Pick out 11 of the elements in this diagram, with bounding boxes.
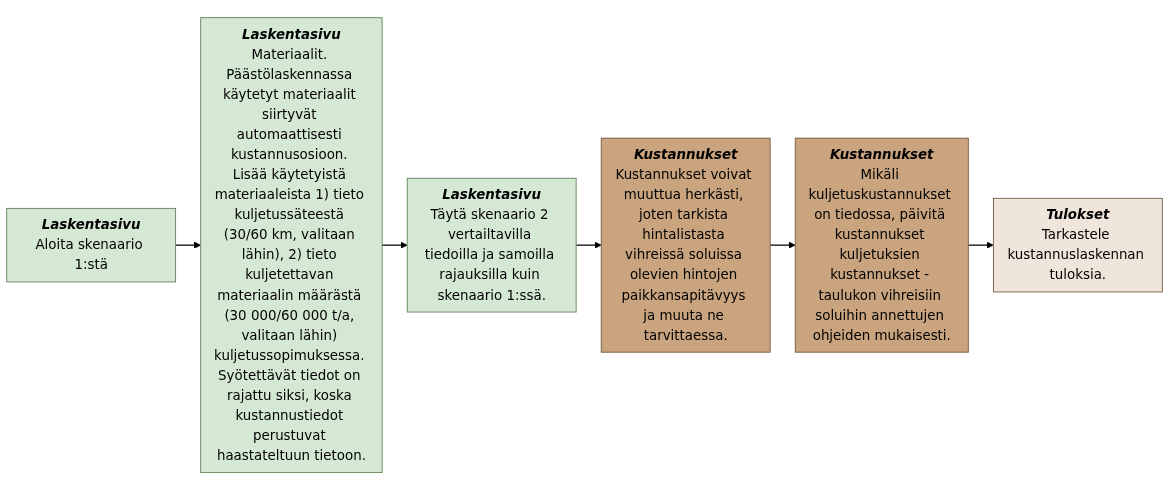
arrow: [381, 241, 408, 249]
node-box: Kustannukset Mikäli kuljetuskustannukset on tiedossa, päivitä kustannukset kuljetuksien kustannukset - taulukon vihreisiin soluihin annettujen ohjeiden mukaisesti.: [794, 137, 969, 353]
arrow: [175, 241, 202, 249]
node-box: Tulokset Tarkastele kustannuslaskennan tuloksia.: [992, 197, 1163, 293]
node-box: Laskentasivu Aloita skenaario 1:stä: [6, 207, 177, 283]
arrow: [769, 241, 796, 249]
node-box: Kustannukset Kustannukset voivat muuttua herkästi, joten tarkista hintalistasta vihreissä soluissa olevien hintojen paikkansapitävyys ja muuta ne tarvittaessa.: [600, 137, 771, 353]
node-box: Laskentasivu Materiaalit. Päästölaskennassa käytetyt materiaalit siirtyvät automaattisesti kustannusosioon. Lisää käytetyistä materiaaleista 1) tieto kuljetussäteestä (30/60 km, valitaan lähin), 2) tieto kuljetettavan materiaalin määrästä (30 000/60 000 t/a, valitaan lähin) kuljetussopimuksessa. Syötettävät tiedot on rajattu siksi, koska kustannustiedot perustuvat haastateltuun tietoon.: [200, 17, 383, 473]
arrow: [967, 241, 994, 249]
node-box: Laskentasivu Täytä skenaario 2 vertailtavilla tiedoilla ja samoilla rajauksilla kuin skenaario 1:ssä.: [406, 177, 577, 313]
arrow: [575, 241, 602, 249]
